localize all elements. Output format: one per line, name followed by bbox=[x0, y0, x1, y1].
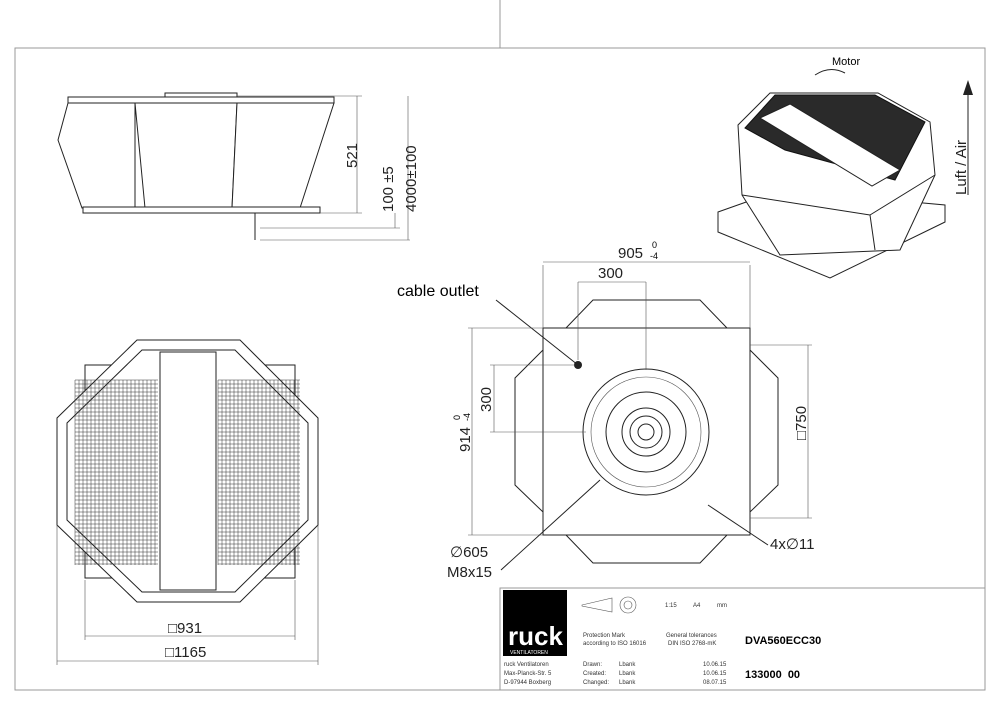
side-panel-right bbox=[231, 102, 335, 209]
horizontal-offset-dimension: 300 bbox=[598, 265, 623, 282]
unit: mm bbox=[717, 603, 727, 609]
logo-text: ruck bbox=[508, 621, 563, 651]
protection-standard: according to ISO 16016 bbox=[583, 641, 647, 647]
side-panel-left bbox=[57, 102, 136, 209]
changed-date: 08.07.15 bbox=[703, 680, 727, 686]
gap-dimension: 100 ±5 bbox=[380, 166, 397, 212]
scale: 1:15 bbox=[665, 603, 677, 609]
drawn-label: Drawn: bbox=[583, 662, 602, 668]
width-tolerance-lower: -4 bbox=[650, 251, 658, 261]
rotation-arrow-icon bbox=[814, 69, 846, 76]
top-view: □931 □1165 bbox=[56, 339, 319, 665]
isometric-view: Motor Luft / Air bbox=[717, 56, 973, 279]
paper-size: A4 bbox=[693, 603, 701, 609]
protection-grid-right bbox=[217, 379, 300, 565]
width-tolerance-upper: 0 bbox=[652, 240, 657, 250]
circle-diameter-label: ∅605 bbox=[450, 544, 488, 561]
model-name: DVA560ECC30 bbox=[745, 635, 821, 647]
protection-mark: Protection Mark bbox=[583, 633, 626, 639]
title-block: ruck VENTILATOREN 1:15 A4 mm Protection … bbox=[499, 587, 986, 691]
logo-subtext: VENTILATOREN bbox=[510, 650, 548, 656]
motor-label: Motor bbox=[832, 56, 860, 68]
airflow-label: Luft / Air bbox=[953, 140, 970, 195]
thread-label: M8x15 bbox=[447, 564, 492, 581]
changed-label: Changed: bbox=[583, 680, 609, 686]
motor-cover bbox=[164, 92, 238, 98]
holes-label: 4x∅11 bbox=[770, 536, 814, 553]
motor-cover-strip bbox=[159, 351, 217, 591]
iso-motor-cover bbox=[758, 103, 901, 187]
top-rim bbox=[67, 96, 335, 104]
company-city: D-97944 Boxberg bbox=[504, 680, 551, 686]
height-tolerance-upper: 0 bbox=[452, 415, 462, 420]
created-name: Lbank bbox=[619, 671, 636, 677]
height-dimension: 521 bbox=[344, 143, 361, 168]
base-plate bbox=[82, 206, 321, 214]
height-tolerance-lower: -4 bbox=[462, 413, 472, 421]
cable-outlet-label: cable outlet bbox=[397, 283, 479, 300]
drawn-date: 10.06.15 bbox=[703, 662, 727, 668]
side-view: 521 100 ±5 4000±100 bbox=[57, 92, 420, 241]
cable-length-dimension: 4000±100 bbox=[403, 145, 420, 212]
height-dimension: 914 bbox=[457, 427, 474, 452]
drawing-number: 133000 00 bbox=[745, 669, 800, 681]
created-date: 10.06.15 bbox=[703, 671, 727, 677]
company-street: Max-Planck-Str. 5 bbox=[504, 671, 552, 677]
side-panel-front bbox=[134, 102, 238, 209]
square-dimension: □750 bbox=[793, 406, 810, 440]
width-dimension: 905 bbox=[618, 245, 643, 262]
company-name: ruck Ventilatoren bbox=[504, 662, 549, 668]
protection-grid-left bbox=[74, 379, 158, 565]
outer-square-dimension: □1165 bbox=[165, 644, 206, 661]
vertical-offset-dimension: 300 bbox=[478, 387, 495, 412]
projection-symbol-icon bbox=[581, 597, 613, 613]
tolerance-label: General tolerances bbox=[666, 633, 717, 639]
ruck-logo bbox=[503, 590, 567, 656]
tolerance-standard: DIN ISO 2768-mK bbox=[668, 641, 716, 647]
changed-name: Lbank bbox=[619, 680, 636, 686]
created-label: Created: bbox=[583, 671, 606, 677]
drawn-name: Lbank bbox=[619, 662, 636, 668]
inner-square-dimension: □931 bbox=[168, 620, 202, 637]
bottom-view: 905 0 -4 300 cable outlet 914 0 -4 300 □… bbox=[397, 240, 814, 581]
